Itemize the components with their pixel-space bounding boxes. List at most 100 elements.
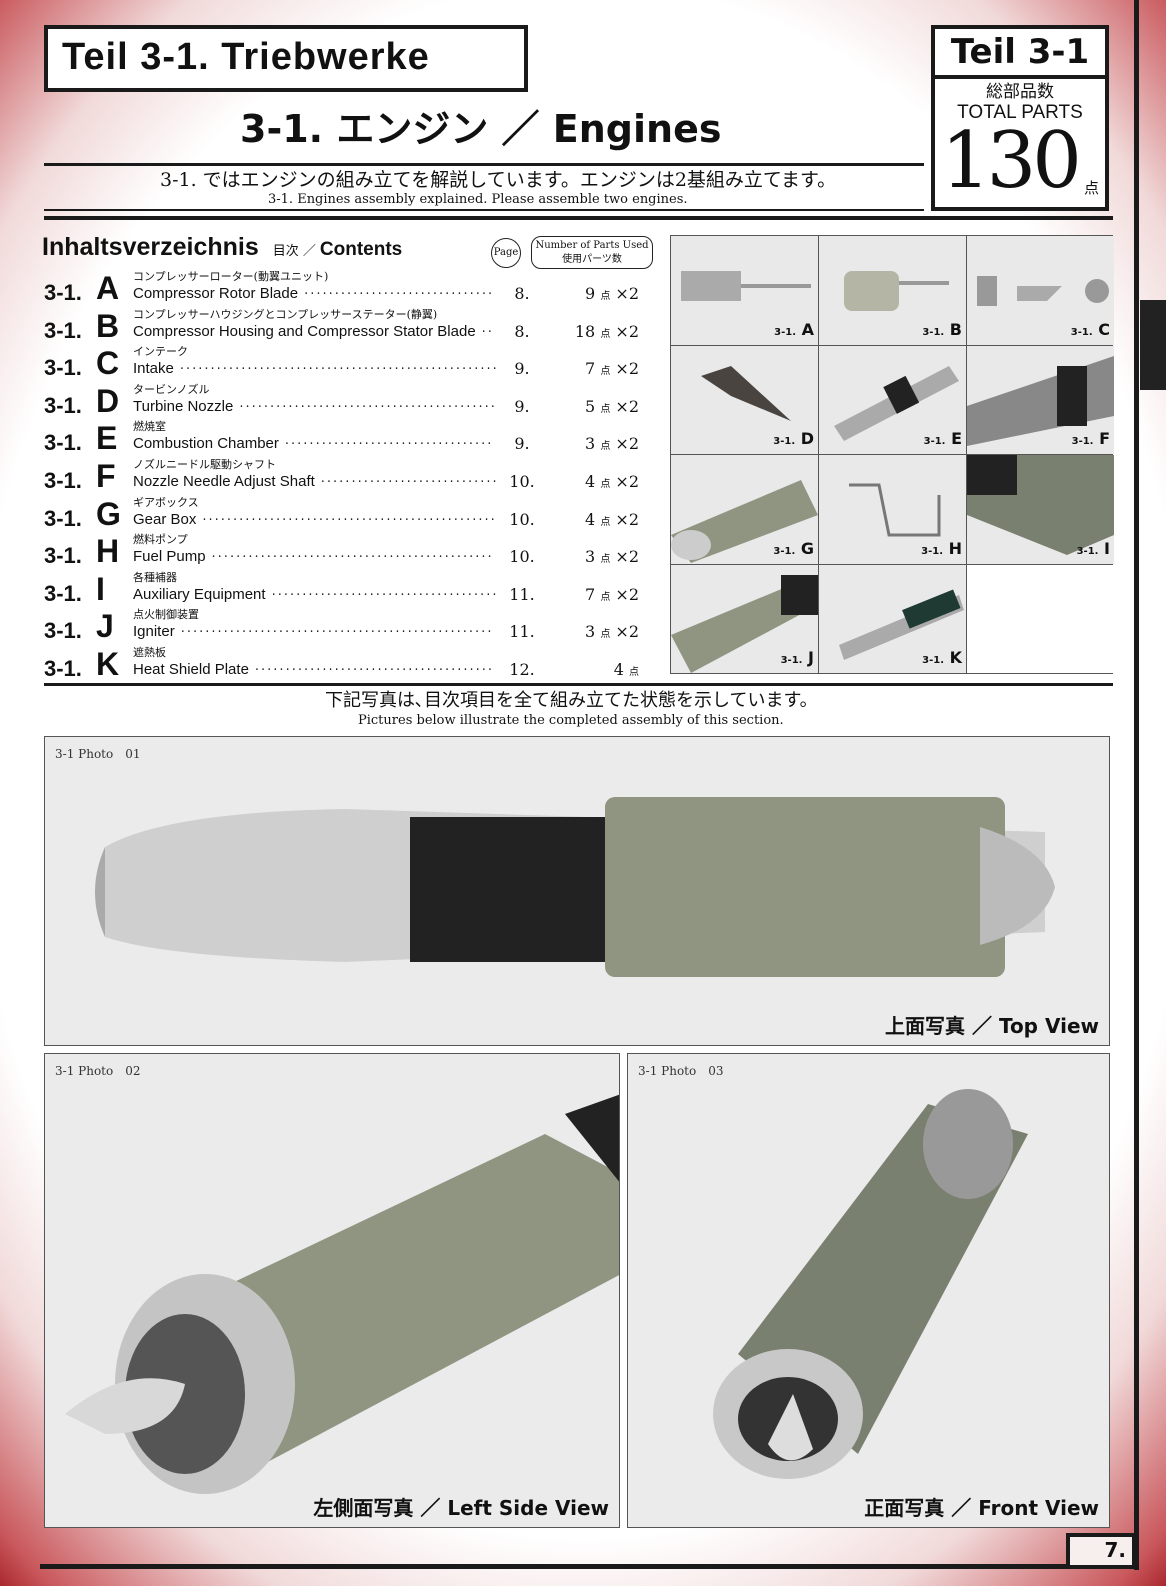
item-letter: G <box>96 495 121 532</box>
edge-tab <box>1140 300 1166 390</box>
leader-dots: ·································· <box>284 437 494 453</box>
count-value: 4 <box>613 659 624 679</box>
item-name-en: Compressor Rotor Blade <box>133 285 299 302</box>
leader-dots: ·· <box>481 324 494 340</box>
item-name-en: Compressor Housing and Compressor Stator… <box>133 322 476 340</box>
item-page: 8. <box>514 284 530 303</box>
item-letter: E <box>96 420 118 457</box>
item-count: 18 点 ×2 <box>559 322 639 344</box>
engine-side-image <box>65 1094 619 1494</box>
page-column-badge: Page <box>491 238 521 268</box>
completed-note-en: Pictures below illustrate the completed … <box>358 713 784 728</box>
item-name-jp: ノズルニードル駆動シャフト <box>133 457 276 471</box>
item-count: 3 点 ×2 <box>559 622 639 644</box>
thumbnail-letter: B <box>949 319 962 339</box>
total-parts-count: 130 <box>941 116 1082 206</box>
item-count: 4 点 ×2 <box>559 472 639 494</box>
count-multiplier: ×2 <box>615 359 639 379</box>
thumbnail-prefix: 3-1. <box>922 655 945 666</box>
item-name-jp: コンプレッサーハウジングとコンプレッサーステーター(静翼) <box>133 307 438 321</box>
part-image <box>977 276 1109 306</box>
item-page: 8. <box>514 321 530 341</box>
contents-title-jp: 目次 ／ <box>272 244 316 259</box>
count-unit: 点 <box>600 591 611 603</box>
item-name-jp: インテーク <box>133 345 188 359</box>
page-heading: 3-1. エンジン ／ Engines <box>240 107 722 151</box>
count-multiplier: ×2 <box>615 284 639 303</box>
engine-top-image <box>95 797 1055 977</box>
thumbnail-label: 3-1. I <box>1077 538 1110 561</box>
part-thumbnail-a: 3-1. A <box>671 236 818 345</box>
count-value: 9 <box>585 284 596 303</box>
count-unit: 点 <box>600 554 611 566</box>
item-letter: I <box>96 570 105 607</box>
count-label-jp: 使用パーツ数 <box>562 254 622 265</box>
leader-dots: ······································· <box>254 662 495 678</box>
thumbnail-letter: H <box>948 538 962 558</box>
count-unit: 点 <box>600 291 611 302</box>
item-prefix: 3-1. <box>44 543 82 569</box>
item-page: 9. <box>514 359 530 379</box>
item-page: 11. <box>509 584 535 604</box>
count-unit: 点 <box>600 441 611 453</box>
item-letter: B <box>96 307 120 344</box>
item-prefix: 3-1. <box>44 317 82 343</box>
item-name-jp: 遮熱板 <box>133 645 166 659</box>
thumbnail-label: 3-1. J <box>781 649 814 670</box>
total-parts-box: Teil 3-1 総部品数 TOTAL PARTS 130 点 <box>931 25 1109 211</box>
parts-unit: 点 <box>1083 179 1099 197</box>
count-multiplier: ×2 <box>615 509 639 529</box>
engine-front-image <box>713 1089 1028 1479</box>
part-image <box>844 271 949 311</box>
contents-item: 3-1. C インテーク Intake ····················… <box>44 345 644 383</box>
leader-dots: ········································… <box>202 512 497 528</box>
contents-item: 3-1. A コンプレッサーローター(動翼ユニット) Compressor Ro… <box>44 270 644 308</box>
contents-item: 3-1. D タービンノズル Turbine Nozzle ··········… <box>44 383 644 421</box>
thumbnail-label: 3-1. F <box>1072 430 1110 451</box>
page-number: 7. <box>1066 1533 1136 1565</box>
thumbnail-letter: F <box>1099 429 1110 448</box>
item-letter: H <box>96 533 120 570</box>
thumbnail-letter: I <box>1104 538 1110 558</box>
count-multiplier: ×2 <box>615 547 639 567</box>
thumbnail-prefix: 3-1. <box>774 326 797 338</box>
thumbnail-prefix: 3-1. <box>923 436 946 447</box>
item-letter: J <box>96 608 114 645</box>
item-name-jp: 燃焼室 <box>133 420 166 434</box>
count-unit: 点 <box>600 516 611 528</box>
section-title: Teil 3-1. Triebwerke <box>44 25 528 92</box>
item-name-en: Fuel Pump <box>133 548 206 566</box>
item-count: 7 点 ×2 <box>559 585 639 607</box>
photo-front-view: 3-1 Photo 03 正面写真 ／ Front View <box>627 1053 1110 1528</box>
item-count: 3 点 ×2 <box>559 547 639 569</box>
part-thumbnail-h: 3-1. H <box>819 455 966 564</box>
part-image <box>671 480 818 563</box>
count-value: 3 <box>585 622 596 642</box>
item-prefix: 3-1. <box>44 618 82 644</box>
contents-item: 3-1. K 遮熱板 Heat Shield Plate ···········… <box>44 646 644 684</box>
leader-dots: ········································… <box>179 362 499 378</box>
contents-item: 3-1. H 燃料ポンプ Fuel Pump ·················… <box>44 533 644 571</box>
part-thumbnail-i: 3-1. I <box>967 455 1114 564</box>
divider <box>44 209 924 211</box>
count-column-badge: Number of Parts Used 使用パーツ数 <box>531 236 653 269</box>
count-multiplier: ×2 <box>615 622 639 642</box>
part-thumbnail-k: 3-1. K <box>819 564 966 673</box>
item-count: 3 点 ×2 <box>559 434 639 456</box>
item-name-line: Igniter ································… <box>133 622 499 642</box>
item-name-en: Igniter <box>133 623 175 641</box>
part-thumbnail-g: 3-1. G <box>671 455 818 564</box>
count-unit: 点 <box>629 666 639 678</box>
item-name-en: Auxiliary Equipment <box>133 585 266 603</box>
leader-dots: ····························· <box>320 474 499 490</box>
count-multiplier: ×2 <box>615 471 639 491</box>
parts-label-en: TOTAL PARTS <box>957 102 1083 123</box>
thumbnail-prefix: 3-1. <box>1070 326 1093 338</box>
count-unit: 点 <box>600 629 611 641</box>
item-count: 7 点 ×2 <box>559 359 639 381</box>
count-label-en: Number of Parts Used <box>535 240 649 251</box>
item-name-en: Gear Box <box>133 510 197 528</box>
item-prefix: 3-1. <box>44 467 82 493</box>
photo-caption: 3-1 Photo 03 <box>638 1064 724 1078</box>
